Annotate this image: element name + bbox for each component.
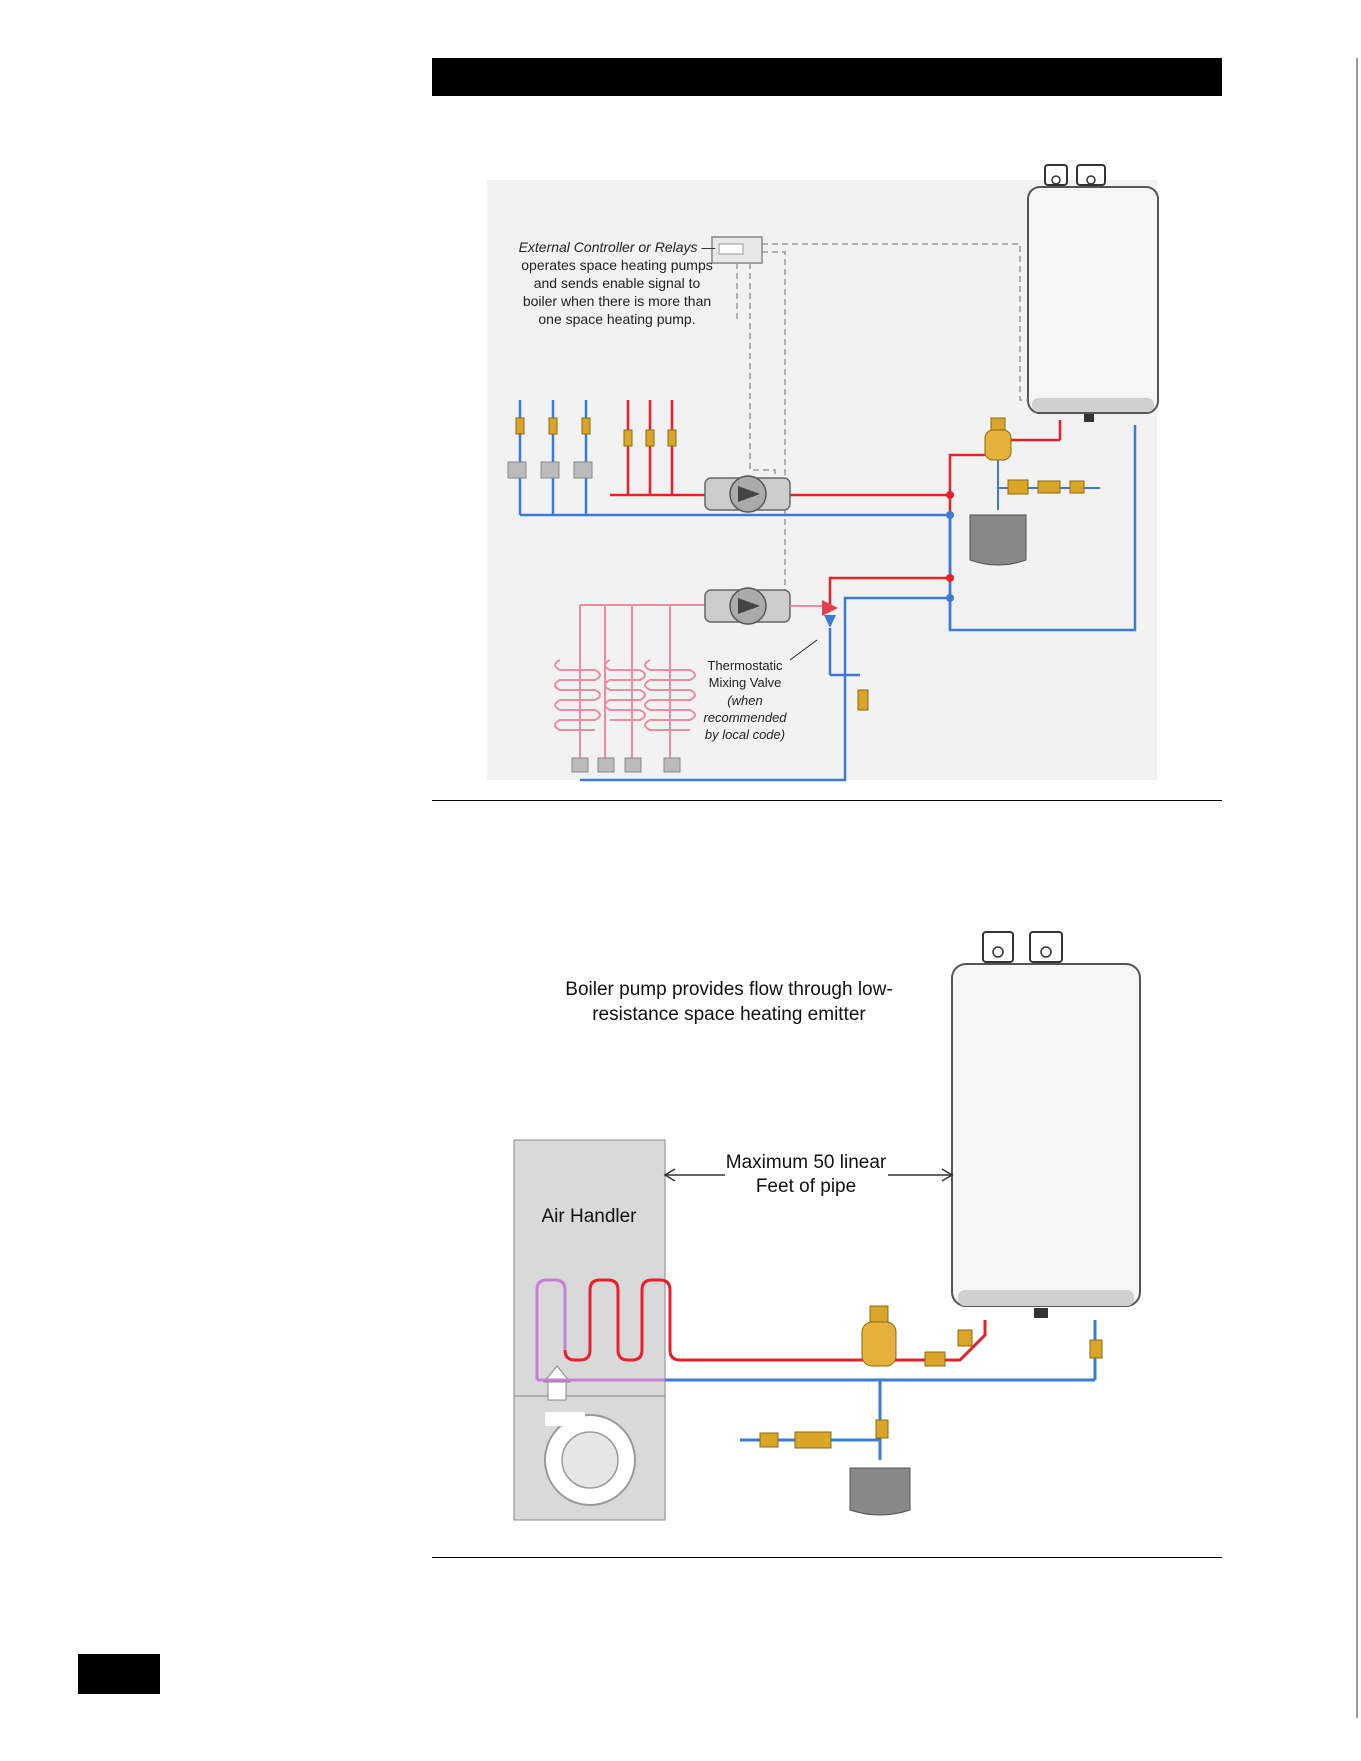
distance-line-2: Feet of pipe [756, 1176, 856, 1197]
boiler-1 [1027, 164, 1159, 422]
controller-line-3: boiler when there is more than [523, 293, 711, 309]
boiler-1-cabinet [1027, 186, 1159, 414]
pump-note-line-1: Boiler pump provides flow through low- [565, 979, 892, 1000]
page-number-box [78, 1654, 160, 1694]
mixing-valve-note-2: recommended [703, 710, 787, 725]
distance-line-1: Maximum 50 linear [726, 1152, 887, 1173]
boiler-1-base [1032, 398, 1154, 412]
radiant-loops [554, 604, 705, 773]
heating-coil [535, 1278, 860, 1382]
header-bar [432, 58, 1222, 96]
page-edge [1356, 58, 1358, 1718]
boiler-2-cabinet [951, 963, 1141, 1307]
controller-line-4: one space heating pump. [538, 311, 695, 327]
mixing-valve-note-1: (when [727, 693, 762, 708]
distance-arrow [663, 1168, 954, 1182]
controller-line-2: and sends enable signal to [534, 275, 701, 291]
boiler-2 [951, 931, 1141, 1318]
circulator-pump-1 [704, 475, 791, 513]
mixing-valve-note-3: by local code) [705, 727, 785, 742]
figure-1-rule [432, 800, 1222, 801]
air-separator-2 [861, 1305, 897, 1367]
circulator-pump-2 [704, 587, 791, 625]
boiler-2-base [958, 1290, 1134, 1306]
controller-line-1: operates space heating pumps [521, 257, 712, 273]
pump-note-line-2: resistance space heating emitter [592, 1004, 866, 1025]
boiler-1-vent-right [1076, 164, 1106, 186]
figure-1-diagram: External Controller or Relays — operates… [487, 164, 1159, 782]
mixing-valve-line-2: Mixing Valve [709, 675, 782, 690]
main-piping [580, 420, 1137, 782]
baseboard-emitters [507, 400, 950, 517]
air-separator-1 [984, 417, 1012, 461]
thermostatic-mixing-valve [822, 600, 838, 628]
boiler-1-vent-left [1044, 164, 1068, 186]
external-controller [711, 236, 763, 264]
expansion-tank-1 [969, 514, 1027, 566]
blower-wheel [561, 1431, 619, 1489]
figure-2-rule [432, 1557, 1222, 1558]
controller-label-italic: External Controller or Relays — [519, 239, 717, 255]
expansion-tank-2 [849, 1467, 911, 1516]
air-handler-label: Air Handler [541, 1206, 637, 1227]
mixing-valve-line-1: Thermostatic [707, 658, 783, 673]
figure-2-diagram: Boiler pump provides flow through low- r… [513, 931, 1141, 1521]
